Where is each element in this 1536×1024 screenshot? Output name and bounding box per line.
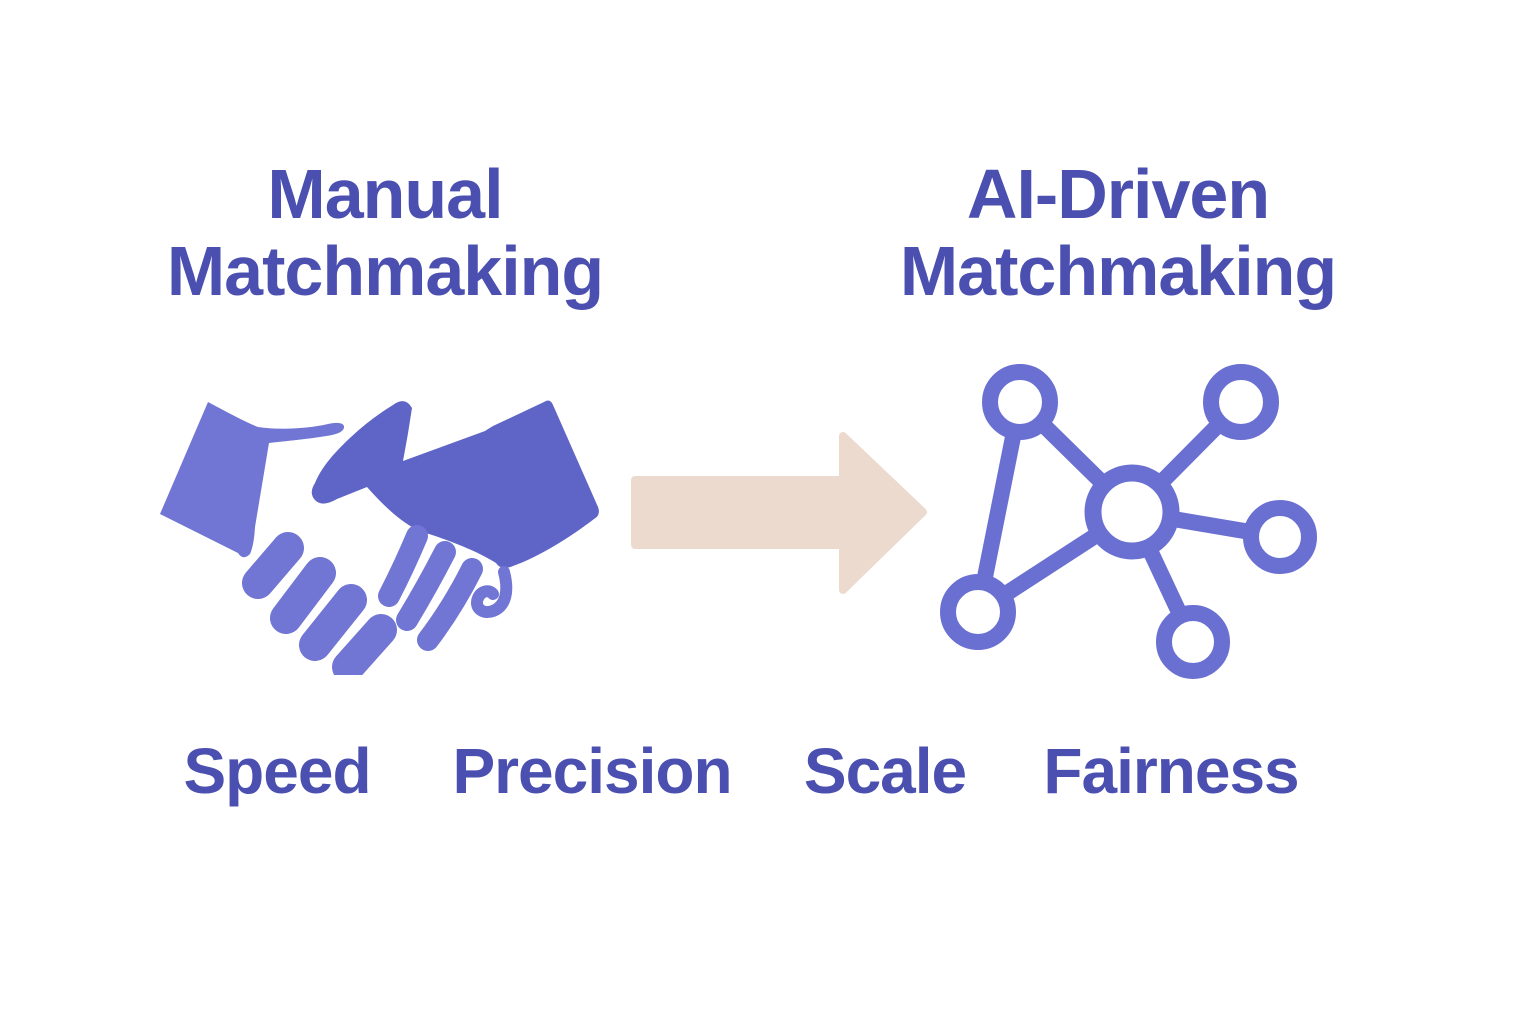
curved-finger [378,525,428,607]
label-scale: Scale [803,735,967,807]
network-node-bottom-left [940,574,1016,650]
network-node-bottom [1156,605,1230,679]
handshake-curved-fingers [378,525,483,651]
label-speed: Speed [183,735,371,807]
curved-finger [396,541,456,631]
network-nodes [940,364,1317,679]
network-node-center [1084,464,1180,560]
network-icon [940,364,1317,679]
label-fairness: Fairness [1043,735,1299,807]
finger-capsule [270,557,336,634]
arrow-right-shape [631,432,927,594]
ai-title-line1: AI-Driven [966,155,1270,233]
network-node-right [1243,500,1317,574]
manual-matchmaking-title: Manual Matchmaking [125,156,645,310]
network-node-top-left [982,364,1058,440]
handshake-left-hand [160,402,345,558]
ai-driven-matchmaking-title: AI-Driven Matchmaking [858,156,1378,310]
curled-thumb [471,566,513,618]
handshake-icon [160,400,599,675]
curved-finger [417,558,483,651]
manual-title-line2: Matchmaking [166,232,604,310]
finger-capsule [332,614,397,675]
ai-title-line2: Matchmaking [899,232,1337,310]
handshake-right-arm [311,400,599,568]
network-node-top-right [1203,364,1279,440]
handshake-finger-row [242,532,397,675]
finger-capsule [299,584,367,661]
finger-capsule [242,532,304,599]
manual-title-line1: Manual [267,155,503,233]
arrow-right-icon [631,432,927,594]
label-precision: Precision [452,735,732,807]
